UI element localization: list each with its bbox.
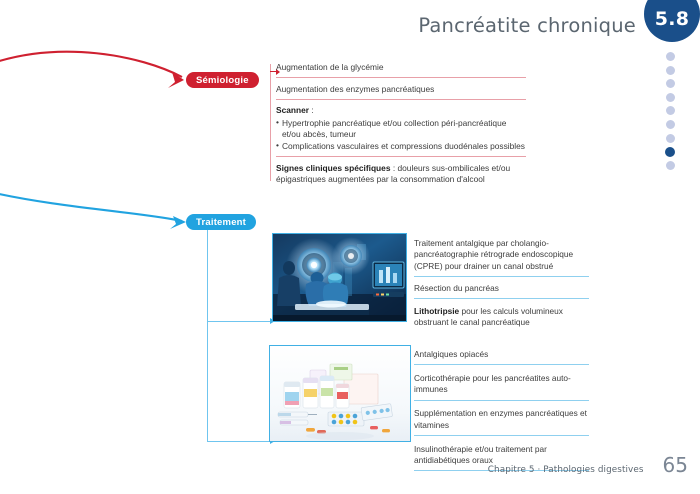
treatment-item: Insulinothérapie et/ou traitement par an…: [414, 444, 589, 472]
nav-dot[interactable]: [665, 161, 675, 171]
treatment-item-text: Antalgiques opiacés: [414, 349, 489, 359]
medications-photo: [269, 345, 411, 442]
section-dot-rail[interactable]: [664, 52, 676, 175]
treatment-item-lead: Lithotripsie: [414, 305, 460, 316]
semiology-pill[interactable]: Sémiologie: [186, 72, 259, 88]
treatment-item-text: Corticothérapie pour les pancréatites au…: [414, 372, 571, 395]
semiology-connector-arrow: [270, 67, 280, 77]
treatment-item-text: Traitement antalgique par cholangio-panc…: [414, 238, 574, 271]
treatment-arrow-curve: [0, 193, 183, 223]
treatment-medication-list: Antalgiques opiacés Corticothérapie pour…: [414, 349, 589, 479]
semiology-bullet: Hypertrophie pancréatique et/ou collecti…: [276, 117, 526, 141]
treatment-item: Résection du pancréas: [414, 283, 589, 300]
semiology-item: Augmentation des enzymes pancréatiques: [276, 84, 526, 100]
semiology-item-text: Augmentation des enzymes pancréatiques: [276, 83, 435, 94]
nav-dot[interactable]: [665, 79, 675, 89]
treatment-connector-rail: [207, 230, 209, 442]
operating-room-photo: [272, 233, 407, 322]
footer-chapter-label: Chapitre 5 · Pathologies digestives: [487, 465, 644, 475]
treatment-connector-arrow-medication: [207, 437, 275, 445]
medications-illustration: [270, 346, 410, 441]
treatment-item: Corticothérapie pour les pancréatites au…: [414, 373, 589, 401]
treatment-arrowhead: [170, 216, 186, 229]
chapter-number-text: 5.8: [654, 8, 690, 30]
treatment-pill-label: Traitement: [196, 216, 247, 228]
treatment-pill[interactable]: Traitement: [186, 214, 257, 230]
semiology-scanner-bullets: Hypertrophie pancréatique et/ou collecti…: [276, 117, 526, 153]
nav-dot[interactable]: [665, 52, 675, 61]
nav-dot[interactable]: [665, 119, 675, 129]
footer-page-number: 65: [662, 453, 688, 477]
semiology-connector-rail: [270, 64, 272, 181]
treatment-item: Antalgiques opiacés: [414, 349, 589, 366]
footer: Chapitre 5 · Pathologies digestives 65: [0, 453, 700, 477]
semiology-item: Augmentation de la glycémie: [276, 61, 526, 79]
nav-dot[interactable]: [665, 92, 675, 102]
semiology-arrow-curve: [0, 50, 183, 78]
nav-dot[interactable]: [665, 133, 675, 143]
treatment-item-text: Insulinothérapie et/ou traitement par an…: [414, 443, 547, 465]
chapter-number-badge: 5.8: [644, 0, 700, 42]
treatment-connector-arrow-surgery: [207, 317, 275, 325]
semiology-bullet: Complications vasculaires et compression…: [276, 140, 526, 153]
nav-dot[interactable]: [665, 106, 675, 116]
page-title: Pancréatite chronique: [418, 14, 636, 37]
semiology-pill-label: Sémiologie: [196, 74, 249, 86]
semiology-item-text: Augmentation de la glycémie: [276, 62, 384, 72]
semiology-item-lead: Scanner: [276, 105, 310, 116]
semiology-item-lead: Signes cliniques spécifiques: [276, 162, 391, 173]
nav-dot-active[interactable]: [665, 147, 675, 158]
semiology-item-scanner: Scanner : Hypertrophie pancréatique et/o…: [276, 105, 526, 158]
treatment-item: Supplémentation en enzymes pancréatiques…: [414, 408, 589, 437]
treatment-surgery-list: Traitement antalgique par cholangio-panc…: [414, 238, 589, 338]
treatment-item-text: Résection du pancréas: [414, 283, 499, 294]
treatment-item-text: pour les calculs volumineux obstruant le…: [414, 305, 563, 328]
nav-dot[interactable]: [665, 65, 675, 75]
treatment-item-text: Supplémentation en enzymes pancréatiques…: [414, 408, 587, 430]
treatment-item: Lithotripsie pour les calculs volumineux…: [414, 306, 589, 332]
semiology-item-lead-suffix: :: [309, 105, 314, 116]
semiology-arrowhead: [168, 72, 184, 88]
semiology-list: Augmentation de la glycémie Augmentation…: [276, 61, 526, 195]
treatment-item: Traitement antalgique par cholangio-panc…: [414, 238, 589, 277]
semiology-item-text: : douleurs sus-ombilicales et/ou épigast…: [276, 162, 511, 185]
operating-room-illustration: [273, 234, 406, 321]
semiology-item-clinical-signs: Signes cliniques spécifiques : douleurs …: [276, 163, 526, 190]
